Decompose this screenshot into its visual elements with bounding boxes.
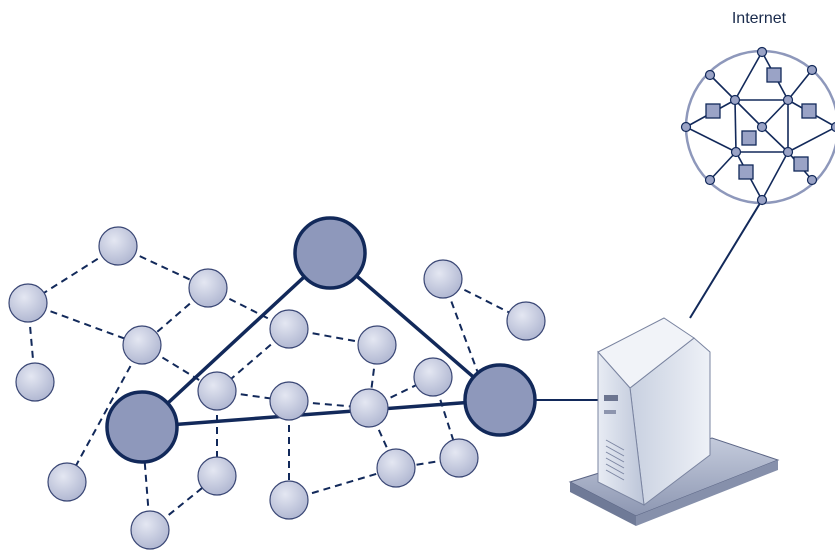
peer-node	[423, 259, 463, 299]
peer-node	[98, 226, 138, 266]
internet-cloud-icon	[680, 46, 835, 206]
supernode-right	[463, 363, 537, 437]
server-links	[536, 199, 763, 401]
internet-label: Internet	[731, 10, 787, 27]
peer-node	[376, 448, 416, 488]
peer-node	[47, 462, 87, 502]
peer-nodes	[8, 226, 546, 550]
peer-node	[188, 268, 228, 308]
peer-node	[269, 381, 309, 421]
supernode-links	[140, 251, 502, 429]
peer-node	[130, 510, 170, 550]
server-icon	[568, 317, 780, 526]
peer-node	[269, 480, 309, 520]
peer-node	[413, 357, 453, 397]
peer-node	[15, 362, 55, 402]
peer-node	[197, 456, 237, 496]
peer-node	[122, 325, 162, 365]
peer-node	[439, 438, 479, 478]
supernodes	[105, 216, 537, 464]
supernode-top	[293, 216, 367, 290]
supernode-left	[105, 390, 179, 464]
peer-node	[197, 371, 237, 411]
peer-node	[269, 309, 309, 349]
peer-node	[349, 388, 389, 428]
peer-node	[8, 283, 48, 323]
peer-node	[506, 301, 546, 341]
peer-node	[357, 325, 397, 365]
